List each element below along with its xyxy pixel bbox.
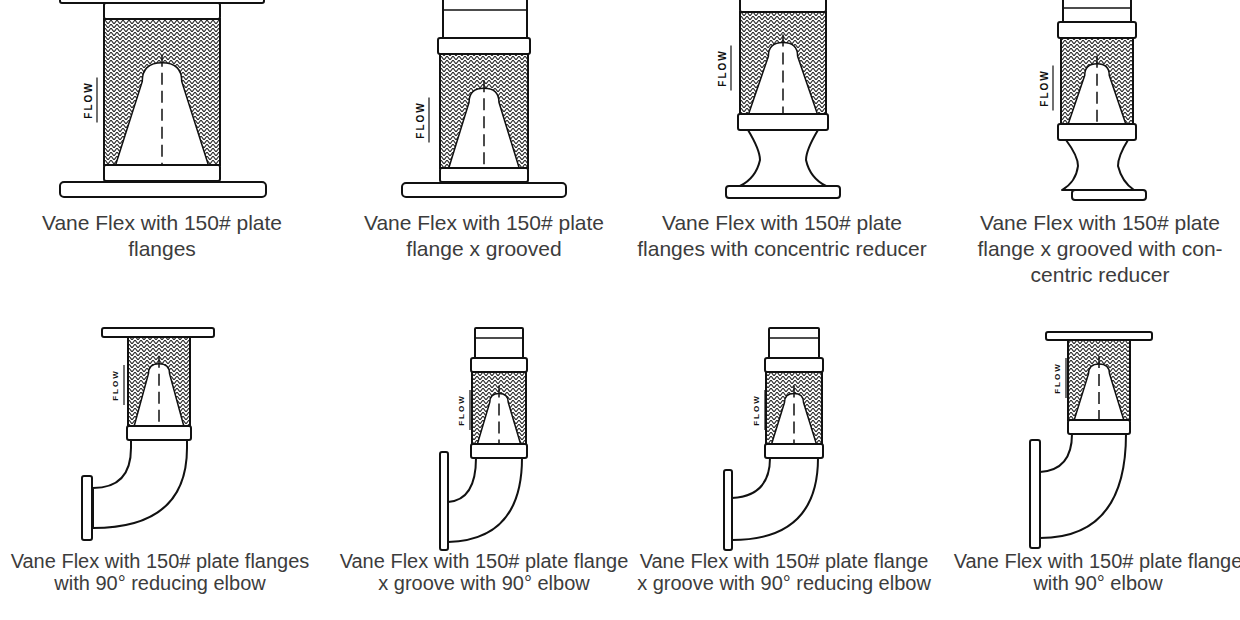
end-band <box>1068 420 1130 434</box>
flow-arrow-line <box>469 390 470 430</box>
reducing-elbow <box>732 458 818 540</box>
flow-label: FLOW <box>1054 362 1062 394</box>
flow-arrow-line <box>123 365 124 405</box>
flow-label: FLOW <box>415 101 425 138</box>
plate-flange <box>1072 190 1146 200</box>
flow-arrow-line <box>1065 358 1066 398</box>
grooved-end <box>475 328 523 358</box>
groove-line <box>475 337 523 339</box>
center-line <box>793 386 795 444</box>
center-line <box>1098 356 1100 420</box>
plate-flange <box>402 183 566 197</box>
flow-label: FLOW <box>1039 69 1049 106</box>
flow-label: FLOW <box>753 394 761 426</box>
end-band <box>104 3 220 19</box>
braided-hose <box>472 372 526 444</box>
concentric-reducer <box>1062 140 1134 190</box>
plate-flange <box>440 452 448 550</box>
figure-caption: Vane Flex with 150# plate flange x groov… <box>334 210 634 262</box>
braided-hose <box>1061 38 1133 124</box>
flow-label: FLOW <box>458 394 466 426</box>
center-line <box>1096 56 1098 124</box>
braided-hose <box>766 372 822 444</box>
plate-flange <box>1046 332 1152 340</box>
end-band <box>1058 22 1136 38</box>
plate-flange <box>724 470 732 550</box>
reducing-elbow <box>93 440 187 528</box>
flow-label: FLOW <box>83 81 93 118</box>
end-band <box>471 444 527 458</box>
braided-hose <box>104 19 220 165</box>
figure-caption: Vane Flex with 150# plate flange x groov… <box>634 550 934 594</box>
grooved-end <box>443 0 527 38</box>
end-band <box>740 0 826 12</box>
end-band <box>440 168 528 182</box>
plate-flange <box>82 476 92 540</box>
vane-liner <box>772 394 817 444</box>
elbow <box>1040 434 1126 538</box>
flow-label: FLOW <box>717 49 727 86</box>
end-band <box>738 114 828 130</box>
braided-hose <box>128 337 190 426</box>
end-band <box>765 444 823 458</box>
plate-flange <box>726 186 840 198</box>
vane-liner <box>477 394 520 444</box>
flow-arrow-line <box>428 98 429 143</box>
grooved-end <box>1063 0 1131 22</box>
grooved-end <box>769 328 819 358</box>
end-band <box>1058 124 1136 140</box>
flow-arrow-line <box>764 390 765 430</box>
end-band <box>127 426 191 440</box>
elbow <box>448 458 522 542</box>
groove-line <box>1063 7 1131 9</box>
flow-arrow-line <box>730 46 731 91</box>
groove-line <box>443 9 527 11</box>
center-line <box>498 386 500 444</box>
center-line <box>782 35 784 114</box>
end-band <box>765 358 823 372</box>
flow-arrow-line <box>1052 66 1053 111</box>
flow-label: FLOW <box>112 369 120 401</box>
end-band <box>104 165 220 181</box>
center-line <box>158 356 160 426</box>
braided-hose <box>1068 340 1130 420</box>
end-band <box>438 38 530 54</box>
end-band <box>471 358 527 372</box>
groove-line <box>769 337 819 339</box>
figure-caption: Vane Flex with 150# plate flanges with 9… <box>10 550 310 594</box>
concentric-reducer <box>740 130 826 186</box>
plate-flange <box>60 182 266 197</box>
figure-caption: Vane Flex with 150# plate flange with 90… <box>948 550 1240 594</box>
braided-hose <box>740 12 826 114</box>
figure-caption: Vane Flex with 150# plate flanges with c… <box>632 210 932 262</box>
figure-caption: Vane Flex with 150# plate flange x groov… <box>950 210 1240 288</box>
center-line <box>161 55 163 165</box>
plate-flange <box>1030 440 1040 548</box>
center-line <box>483 80 485 168</box>
figure-caption: Vane Flex with 150# plate flange x groov… <box>334 550 634 594</box>
plate-flange <box>102 328 214 337</box>
flow-arrow-line <box>96 78 97 123</box>
braided-hose <box>440 54 528 168</box>
figure-caption: Vane Flex with 150# plate flanges <box>12 210 312 262</box>
